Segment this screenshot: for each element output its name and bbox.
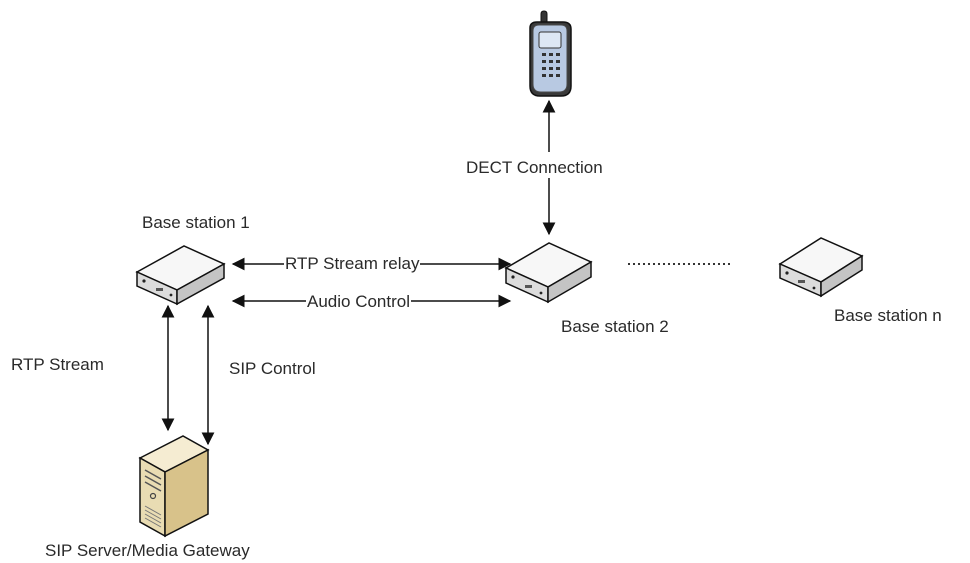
base-station-1-icon — [135, 245, 226, 306]
sip-server-label: SIP Server/Media Gateway — [45, 541, 250, 560]
base-station-n-label: Base station n — [834, 306, 942, 325]
rtp-stream-label: RTP Stream — [11, 355, 104, 374]
rtp-stream-relay-label: RTP Stream relay — [284, 254, 421, 274]
mobile-phone-icon — [529, 10, 572, 97]
base-station-1-label: Base station 1 — [142, 213, 250, 232]
base-station-2-icon — [504, 242, 593, 304]
sip-control-label: SIP Control — [229, 359, 316, 378]
base-station-2-label: Base station 2 — [561, 317, 669, 336]
base-station-n-icon — [778, 237, 864, 298]
dect-connection-label: DECT Connection — [465, 158, 604, 178]
audio-control-label: Audio Control — [306, 292, 412, 312]
server-tower-icon — [138, 435, 210, 538]
